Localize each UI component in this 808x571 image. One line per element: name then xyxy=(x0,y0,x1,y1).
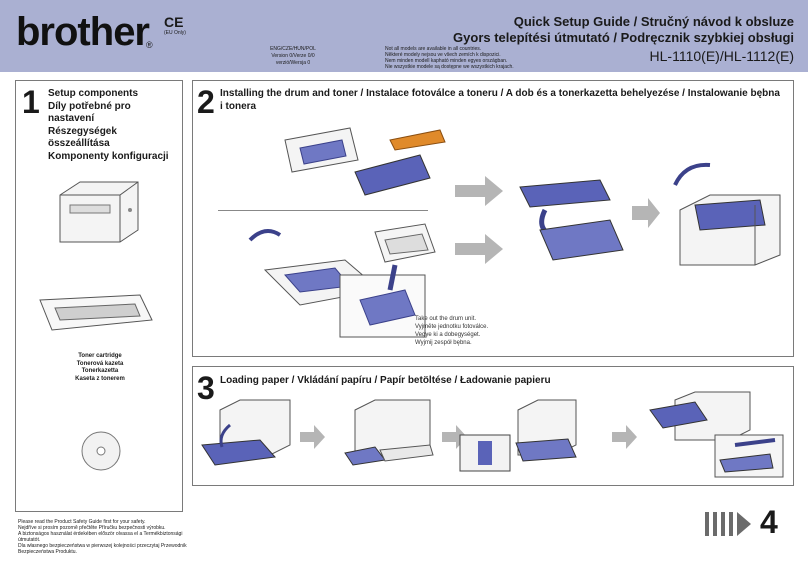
drum-instruction-line: Wyjmij zespół bębna. xyxy=(415,340,472,346)
model-number: HL-1110(E)/HL-1112(E) xyxy=(649,48,794,64)
toner-labels: Toner cartridge Tonerová kazeta Tonerkaz… xyxy=(30,353,170,383)
drum-instruction-line: Take out the drum unit. xyxy=(415,316,477,322)
step2-divider xyxy=(218,210,428,211)
toner-label: Tonerová kazeta xyxy=(76,360,124,367)
step2-number: 2 xyxy=(197,84,215,120)
safety-line: A biztonságos használat érdekében előszö… xyxy=(18,531,183,543)
step1-heading: Részegységek összeállítása xyxy=(48,125,117,150)
drum-toner-illustration xyxy=(284,127,446,196)
drum-instruction-line: Vyjměte jednotku fotoválce. xyxy=(415,324,489,330)
language-block: ENG/CZE/HUN/POL Version 0/Verze 0/0 verz… xyxy=(258,46,328,67)
registered-mark: ® xyxy=(146,40,153,50)
ce-mark: CE xyxy=(164,14,184,30)
step3-number: 3 xyxy=(197,370,215,406)
cd-rom-icon xyxy=(81,431,121,471)
version-text: Version 0/Verze 0/0 verzió/Wersja 0 xyxy=(271,53,315,66)
step3-heading: Loading paper / Vkládání papíru / Papír … xyxy=(220,375,551,386)
toner-label: Kaseta z tonerem xyxy=(75,375,125,382)
step1-headings: Setup components Díly potřebné pro nasta… xyxy=(48,88,178,163)
brand-logo: brother xyxy=(16,10,150,54)
toner-label: Tonerkazetta xyxy=(81,368,119,374)
toner-label: Toner cartridge xyxy=(78,353,122,359)
paper-tray-step-1 xyxy=(201,399,291,466)
step1-heading: Komponenty konfiguracji xyxy=(48,150,169,162)
safety-note: Please read the Product Safety Guide fir… xyxy=(18,519,188,555)
step1-heading: Díly potřebné pro nastavení xyxy=(48,100,131,125)
toner-into-drum-illustration xyxy=(519,179,624,261)
reinstall-printer-illustration xyxy=(673,162,781,266)
arrow-right-icon xyxy=(300,425,325,449)
arrow-right-icon xyxy=(612,425,637,449)
arrow-right-icon xyxy=(632,198,660,228)
availability-line: Nie wszystkie modele są dostępne we wszy… xyxy=(385,64,514,70)
paper-loading-step-4 xyxy=(649,391,784,478)
safety-line: Nejdříve si prosím pozorně přečtěte Přír… xyxy=(18,525,166,531)
safety-line: Dla własnego bezpieczeństwa w pierwszej … xyxy=(18,543,187,555)
arrow-right-icon xyxy=(455,176,503,206)
availability-line: Některé modely nejsou ve všech zemích k … xyxy=(385,52,501,58)
step1-heading: Setup components xyxy=(48,88,139,99)
next-step-number: 4 xyxy=(760,504,778,540)
next-step-arrow-icon xyxy=(705,512,751,536)
header-band xyxy=(0,0,808,72)
drum-instruction-line: Vegye ki a dobegységet. xyxy=(415,332,481,338)
step2-heading: Installing the drum and toner / Instalac… xyxy=(220,88,780,112)
paper-tray-step-2 xyxy=(344,399,434,466)
guide-title-line2: Gyors telepítési útmutató / Podręcznik s… xyxy=(453,30,794,45)
toner-cartridge-illustration xyxy=(39,294,153,331)
availability-line: Nem minden modell kapható minden egyes o… xyxy=(385,58,508,64)
step1-number: 1 xyxy=(22,84,40,120)
drum-instructions: Take out the drum unit. Vyjměte jednotku… xyxy=(415,315,525,347)
printer-illustration xyxy=(59,181,139,243)
ce-note: (EU Only) xyxy=(164,30,186,36)
arrow-right-icon xyxy=(455,234,503,264)
guide-title-line1: Quick Setup Guide / Stručný návod k obsl… xyxy=(513,14,794,29)
availability-line: Not all models are available in all coun… xyxy=(385,46,482,52)
open-printer-illustration xyxy=(248,229,426,338)
safety-line: Please read the Product Safety Guide fir… xyxy=(18,519,146,525)
paper-guide-step-3 xyxy=(459,399,577,472)
availability-note: Not all models are available in all coun… xyxy=(385,46,525,70)
drum-unit-illustration xyxy=(374,223,436,263)
languages-text: ENG/CZE/HUN/POL xyxy=(270,46,316,52)
